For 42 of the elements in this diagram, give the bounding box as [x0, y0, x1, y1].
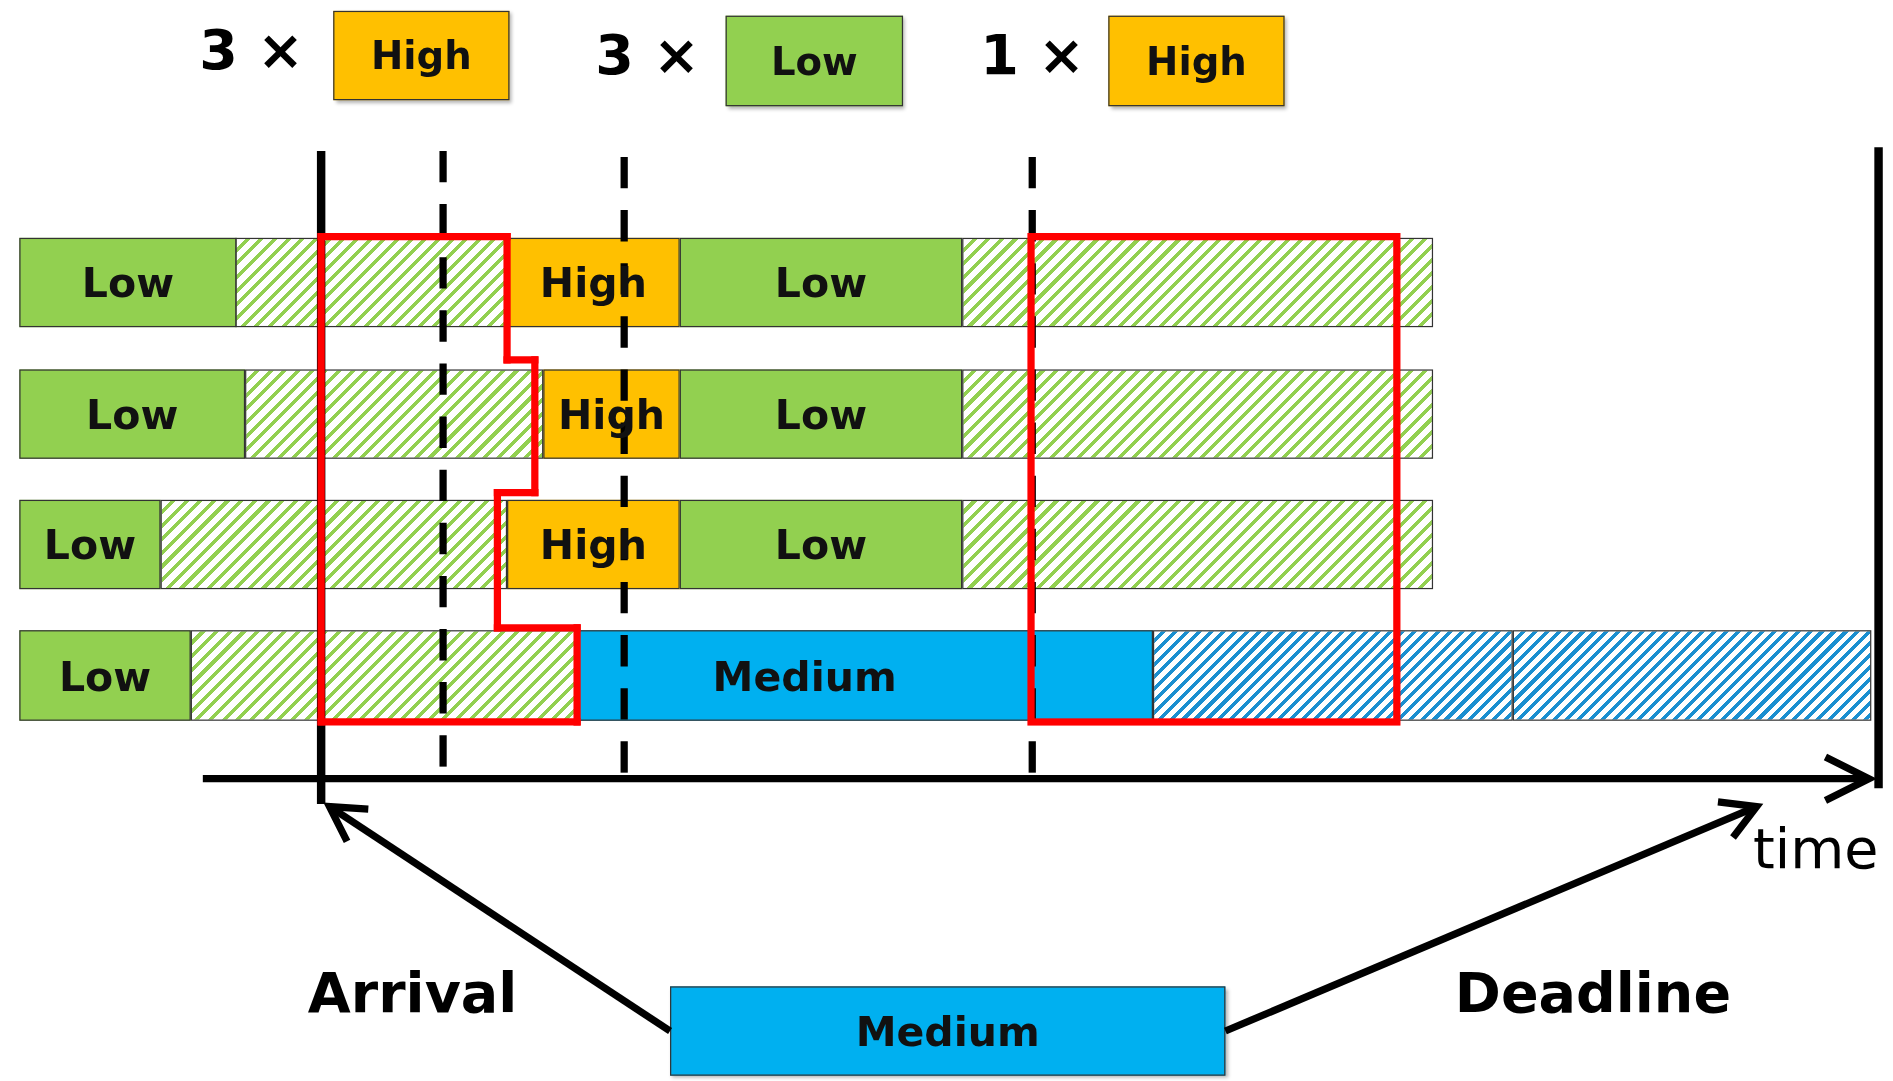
task-label: Low — [770, 38, 858, 84]
legend-chip — [333, 10, 510, 101]
task-label: Low — [774, 389, 868, 439]
time-axis — [202, 753, 1877, 804]
multiplier-label: 1 × — [980, 21, 1085, 87]
edge-label: Deadline — [1454, 959, 1732, 1025]
task-label: Low — [86, 389, 179, 439]
idle-bar — [962, 237, 1434, 328]
multiplier-label: 3 × — [595, 21, 700, 87]
task-bar — [19, 630, 191, 721]
task-label: Medium — [712, 651, 897, 700]
task-bar — [543, 369, 680, 459]
idle-bar — [245, 369, 544, 459]
task-label: Low — [774, 520, 868, 569]
task-label: Low — [81, 258, 175, 307]
legend-chip — [1108, 15, 1285, 107]
task-bar — [1032, 630, 1153, 721]
task-label: High — [1146, 38, 1247, 84]
idle-bar — [160, 499, 508, 590]
task-label: Medium — [855, 1006, 1040, 1056]
axis-label: time — [1753, 816, 1879, 882]
task-bar — [19, 499, 161, 590]
idle-bar — [962, 499, 1434, 590]
multiplier-label: 3 × — [199, 16, 304, 83]
legend-chip — [725, 15, 904, 107]
task-bar — [19, 237, 237, 328]
task-bar — [19, 369, 246, 459]
arrow — [1224, 798, 1764, 1035]
task-box — [670, 986, 1226, 1076]
task-label: Low — [58, 651, 152, 700]
task-label: High — [558, 389, 665, 439]
task-bar — [679, 369, 963, 459]
idle-bar — [962, 369, 1434, 459]
task-label: Low — [774, 258, 868, 307]
slack-bar — [1152, 630, 1513, 721]
task-label: Low — [43, 520, 137, 569]
task-label: High — [371, 32, 472, 79]
slack-bar — [1512, 630, 1872, 721]
edge-label: Arrival — [307, 959, 518, 1025]
arrow — [323, 802, 673, 1035]
task-bar — [679, 237, 963, 328]
task-bar — [679, 499, 963, 590]
